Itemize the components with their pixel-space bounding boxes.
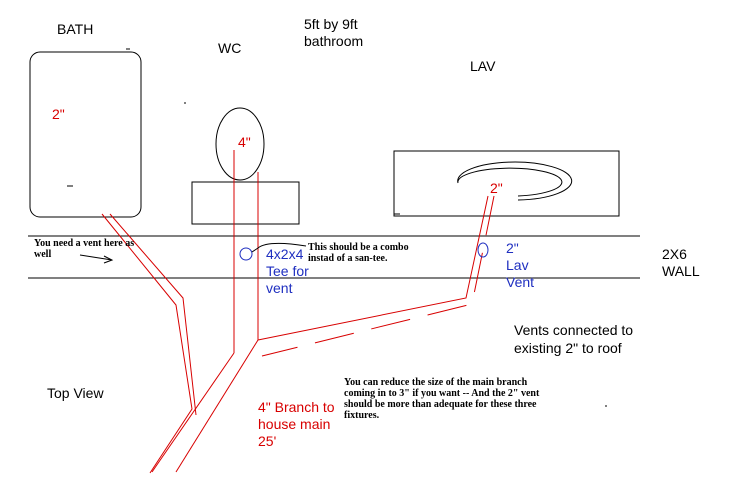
lav-drain-pipe-inner — [261, 195, 495, 357]
reduce-note-3: should be more than adequate for these t… — [344, 399, 537, 410]
combo-note-2: instad of a san-tee. — [308, 253, 388, 264]
bath-label: BATH — [57, 21, 94, 37]
wall-label: WALL — [662, 263, 700, 279]
lavatory-counter — [393, 150, 620, 217]
lav-vent-circle — [477, 242, 489, 258]
lav-vent-size: 2" — [506, 240, 519, 256]
title-line-1: 5ft by 9ft — [304, 16, 358, 32]
bath-drain-pipe-wall — [109, 213, 197, 416]
wc-vent-circle — [239, 247, 253, 261]
vent-here-note-1: You need a vent here as — [34, 238, 135, 249]
vent-here-arrow — [79, 254, 113, 261]
tee-line-2: vent — [266, 280, 293, 296]
tee-size: 4x2x4 — [266, 246, 304, 262]
toilet-tank — [191, 181, 300, 225]
title-line-2: bathroom — [304, 33, 364, 49]
branch-line-3: 25' — [258, 433, 277, 449]
bath-drain-size: 2" — [52, 106, 65, 122]
reduce-note-1: You can reduce the size of the main bran… — [344, 377, 528, 388]
branch-line-2: house main — [258, 416, 331, 432]
lav-drain-size: 2" — [490, 180, 503, 196]
toilet-bowl — [215, 107, 265, 181]
bathtub-outline — [29, 51, 142, 218]
vent-here-arrowhead — [103, 255, 114, 264]
combo-note-1: This should be a combo — [308, 242, 409, 253]
lavatory-bowl — [457, 161, 573, 201]
lav-vent-line-2: Lav — [506, 257, 529, 273]
main-branch-left — [151, 352, 235, 473]
reduce-note-2: coming in to 3" if you want -- And the 2… — [344, 388, 540, 399]
view-label: Top View — [47, 385, 104, 401]
main-branch-right — [175, 339, 259, 473]
wc-label: WC — [218, 40, 242, 56]
vents-connected-1: Vents connected to — [514, 322, 634, 338]
bath-drain-pipe — [101, 213, 193, 474]
lav-vent-line-3: Vent — [506, 274, 535, 290]
lav-label: LAV — [470, 58, 496, 74]
combo-note-leader — [251, 242, 307, 253]
lav-drain-pipe — [257, 195, 489, 341]
branch-line-1: 4" Branch to — [258, 399, 335, 415]
wall-size: 2X6 — [662, 246, 687, 262]
vent-here-note-2: well — [34, 249, 52, 260]
reduce-note-4: fixtures. — [344, 410, 380, 421]
tee-line-1: Tee for — [266, 263, 309, 279]
wc-drain-size: 4" — [238, 134, 251, 150]
vents-connected-2: existing 2" to roof — [514, 340, 622, 356]
